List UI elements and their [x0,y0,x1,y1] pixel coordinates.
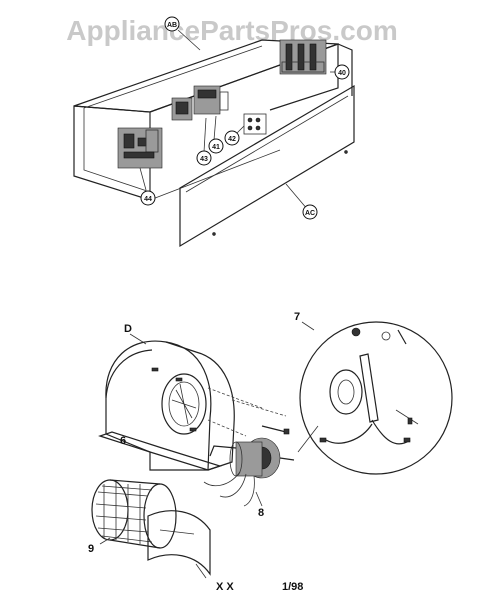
label-6: 6 [120,435,126,447]
callout-43-label: 43 [200,156,208,163]
transformer-component [171,97,193,121]
terminal-block-component [243,113,267,135]
callout-ac-label: AC [305,210,315,217]
blower-assembly [91,321,453,579]
motor-mount-detail [299,321,453,475]
callout-41-label: 41 [212,144,220,151]
revision-date: 1/98 [282,581,303,593]
relay-component [193,85,229,115]
label-d: D [124,323,132,335]
circuit-board-component [117,127,163,169]
blower-motor [203,437,295,507]
callout-42-label: 42 [228,136,236,143]
contactor-component [279,39,327,75]
callout-42: 42 [224,130,240,146]
callout-44-label: 44 [144,196,152,203]
label-9: 9 [88,543,94,555]
housing-liner [147,510,211,576]
label-7: 7 [294,311,300,323]
control-box-right-end [337,43,353,96]
callout-40-label: 40 [338,70,346,77]
cover-panel [179,84,355,248]
blower-housing [105,340,212,471]
callout-ab: AB [164,16,180,32]
watermark-text: AppliancePartsPros.com [66,15,397,46]
callout-43: 43 [196,150,212,166]
callout-40: 40 [334,64,350,80]
control-box-assembly: AB 40 41 43 42 44 AC [73,16,355,248]
callout-41: 41 [208,138,224,154]
label-8: 8 [258,507,264,519]
callout-ab-label: AB [167,22,177,29]
callout-44: 44 [140,190,156,206]
label-xx: X X [216,581,234,593]
blower-inlet [161,373,207,435]
blower-base-plate [98,431,222,471]
blower-wheel [91,479,177,549]
callout-ac: AC [302,204,318,220]
